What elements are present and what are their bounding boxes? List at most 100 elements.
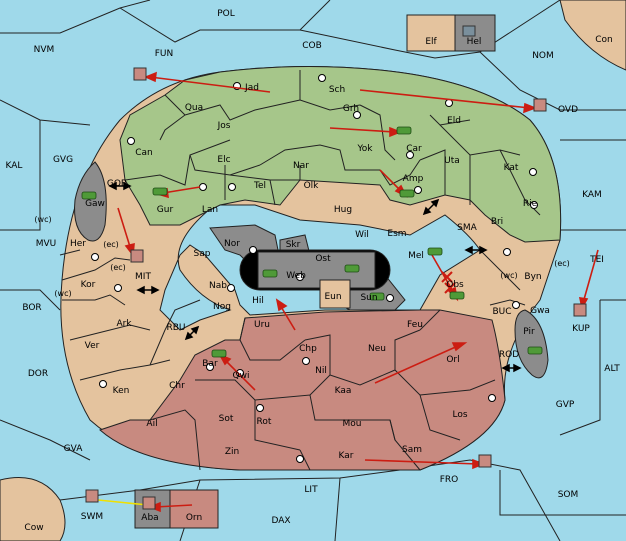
sea-label-bor: BOR [22, 303, 41, 313]
territory-label-elc: Elc [217, 155, 230, 165]
territory-label-ail: Ail [146, 419, 157, 429]
territory-label-nab: Nab [209, 281, 227, 291]
territory-label-can: Can [135, 148, 153, 158]
territory-label-web: Web [286, 271, 306, 281]
sea-label-cow: Cow [24, 523, 43, 533]
territory-label-nor: Nor [224, 239, 240, 249]
sea-label-rod: ROD [499, 350, 519, 360]
territory-label-bar: Bar [202, 359, 218, 369]
territory-label-gur: Gur [157, 205, 174, 215]
territory-label-hel: Hel [467, 37, 482, 47]
continent [60, 65, 562, 471]
territory-label-zin: Zin [225, 447, 239, 457]
sea-label-kup: KUP [572, 324, 590, 334]
territory-label-obs: Obs [446, 280, 464, 290]
territory-label-kat: Kat [504, 163, 519, 173]
territory-label-nil: Nil [315, 366, 327, 376]
sea-label-pol: POL [217, 9, 235, 19]
territory-label-ost: Ost [315, 254, 331, 264]
territory-label-kaa: Kaa [335, 386, 352, 396]
territory-label-sam: Sam [402, 445, 422, 455]
territory-label-neu: Neu [368, 344, 386, 354]
sea-label-lit: LIT [304, 485, 318, 495]
territory-label-mou: Mou [343, 419, 362, 429]
sea-label-gvp: GVP [556, 400, 575, 410]
territory-label-eld: Eld [447, 116, 461, 126]
territory-label-ver: Ver [85, 341, 100, 351]
territory-pir[interactable] [514, 309, 549, 379]
sea-label-ovd: OVD [558, 105, 578, 115]
sea-label-kal: KAL [6, 161, 23, 171]
sea-label-dor: DOR [28, 369, 48, 379]
coast-label-ec1: (ec) [103, 240, 119, 249]
territory-label-gwa: Gwa [530, 306, 550, 316]
territory-label-qwi: Qwi [233, 371, 250, 381]
territory-label-los: Los [452, 410, 467, 420]
coast-label-ec3: (ec) [554, 259, 570, 268]
territory-label-nar: Nar [293, 161, 309, 171]
territory-label-sot: Sot [219, 414, 234, 424]
territory-label-olk: Olk [304, 181, 320, 191]
sea-label-dax: DAX [271, 516, 290, 526]
sea-label-nvm: NVM [34, 45, 55, 55]
army-units[interactable] [81, 126, 543, 358]
territory-gaw[interactable] [74, 161, 107, 242]
territory-label-grh: Grh [343, 104, 359, 114]
coast-label-wc2: (wc) [54, 289, 71, 298]
territory-label-qua: Qua [185, 103, 203, 113]
sea-label-gor: GOR [107, 179, 127, 189]
territory-label-amp: Amp [403, 174, 424, 184]
sea-label-con: Con [595, 35, 613, 45]
territory-label-orn: Orn [186, 513, 202, 523]
sea-label-fro: FRO [440, 475, 459, 485]
territory-label-rie: Rie [523, 199, 538, 209]
territory-label-hil: Hil [252, 296, 264, 306]
territory-elf[interactable] [406, 14, 456, 52]
sea-label-rbu: RBU [166, 323, 185, 333]
territory-label-rot: Rot [257, 417, 272, 427]
territory-label-mel: Mel [408, 251, 424, 261]
territory-label-kor: Kor [81, 280, 96, 290]
sea-label-alt: ALT [604, 364, 620, 374]
sea-label-gva: GVA [64, 444, 84, 454]
sea-label-mit: MIT [135, 272, 151, 282]
sea-label-gvg: GVG [53, 155, 73, 165]
sea-label-swm: SWM [81, 512, 103, 522]
territory-label-her: Her [70, 239, 86, 249]
territory-label-chr: Chr [169, 381, 185, 391]
territory-label-elf: Elf [425, 37, 437, 47]
sea-label-nom: NOM [532, 51, 554, 61]
territory-label-esm: Esm [387, 229, 406, 239]
coast-label-wc1: (wc) [34, 215, 51, 224]
coast-label-wc3: (wc) [500, 271, 517, 280]
territory-label-ken: Ken [113, 386, 130, 396]
territory-label-yok: Yok [356, 144, 373, 154]
sea-label-fun: FUN [155, 49, 174, 59]
territory-label-jos: Jos [217, 121, 231, 131]
territory-label-lan: Lan [202, 205, 218, 215]
territory-label-feu: Feu [407, 320, 423, 330]
territory-borders [59, 70, 541, 471]
territory-label-skr: Skr [286, 240, 301, 250]
territory-label-jad: Jad [244, 83, 259, 93]
territory-label-nog: Nog [213, 302, 231, 312]
sea-label-buc: BUC [492, 307, 511, 317]
territory-label-tel: Tel [253, 181, 266, 191]
territory-label-car: Car [406, 144, 422, 154]
sea-label-mvu: MVU [36, 239, 57, 249]
territory-label-ark: Ark [116, 319, 132, 329]
territory-label-uta: Uta [444, 156, 460, 166]
fleet-units[interactable] [85, 25, 587, 510]
territory-orn[interactable] [169, 489, 219, 529]
territory-label-uru: Uru [254, 320, 270, 330]
territory-label-sap: Sap [194, 249, 211, 259]
territory-label-gaw: Gaw [85, 199, 105, 209]
island-cow[interactable] [0, 477, 66, 541]
sea-label-cob: COB [302, 41, 322, 51]
support-line [97, 499, 149, 506]
sea-label-tei: TEI [589, 255, 604, 265]
territory-label-byn: Byn [524, 272, 541, 282]
